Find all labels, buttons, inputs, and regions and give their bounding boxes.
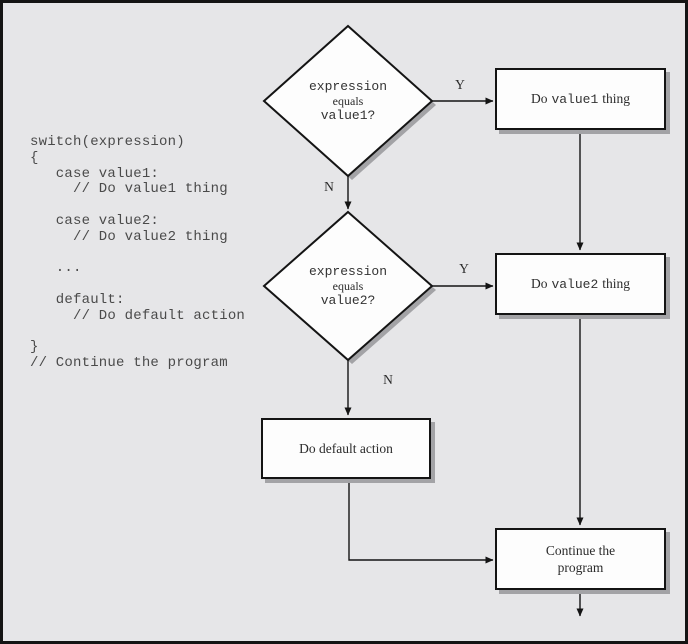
process-do-default-action: Do default action bbox=[261, 418, 431, 479]
label-yes-decision2: Y bbox=[459, 261, 469, 276]
connector-default-to-continue bbox=[348, 479, 494, 564]
decision-value2-line1: expression bbox=[308, 264, 387, 279]
decision-value1-line2: equals bbox=[332, 94, 364, 108]
process-do-default-label: Do default action bbox=[299, 440, 393, 456]
label-prefix: Do bbox=[530, 276, 548, 291]
label-yes-decision1: Y bbox=[455, 77, 465, 92]
process-continue-program: Continue the program bbox=[495, 528, 666, 590]
process-do-value1-label: Do value1 thing bbox=[531, 91, 630, 107]
connectors-layer bbox=[262, 24, 584, 617]
continue-line1: Continue the bbox=[545, 543, 616, 558]
label-suffix: thing bbox=[602, 276, 631, 291]
decision-value2-line2: equals bbox=[332, 279, 364, 293]
label-no-decision2: N bbox=[383, 372, 393, 387]
label-code: value2 bbox=[551, 277, 599, 292]
label-code: value1 bbox=[551, 92, 599, 107]
label-no-decision1: N bbox=[324, 179, 334, 194]
decision-value1-line1: expression bbox=[308, 79, 387, 94]
process-do-value2-label: Do value2 thing bbox=[531, 276, 630, 292]
process-do-value2-thing: Do value2 thing bbox=[495, 253, 666, 315]
code-snippet: switch(expression) { case value1: // Do … bbox=[30, 134, 246, 372]
process-continue-label: Continue the program bbox=[546, 542, 615, 576]
decision-value2-line3: value2? bbox=[320, 293, 376, 308]
continue-line2: program bbox=[557, 560, 604, 575]
label-suffix: thing bbox=[602, 91, 631, 106]
process-do-value1-thing: Do value1 thing bbox=[495, 68, 666, 130]
decision-value1-line3: value1? bbox=[320, 108, 376, 123]
label-prefix: Do bbox=[530, 91, 548, 106]
decision-value2-label: expression equals value2? bbox=[273, 258, 423, 314]
decision-value1-label: expression equals value1? bbox=[273, 73, 423, 129]
